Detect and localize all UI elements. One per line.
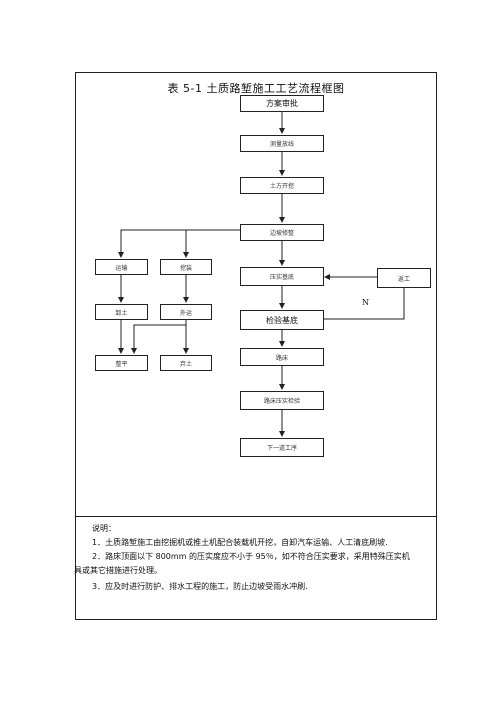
notes-divider [75, 516, 437, 517]
flow-step-next: 下一道工序 [240, 438, 324, 457]
notes-section: 说明： 1．土质路堑施工由挖掘机或推土机配合装载机开挖，自卸汽车运输、人工清底刷… [74, 522, 432, 594]
flow-step-rework: 返工 [377, 268, 431, 288]
note-item-2-continued: 具或其它措施进行处理。 [74, 566, 162, 575]
flow-left-unload: 卸土 [95, 304, 148, 320]
note-item-3: 3．应及时进行防护、排水工程的施工，防止边坡受雨水冲刷. [92, 582, 308, 591]
flow-step-slope: 边坡修整 [240, 224, 324, 241]
note-item-2: 2．路床顶面以下 800mm 的压实度应不小于 95％，如不符合压实要求，采用特… [92, 552, 410, 561]
flow-step-inspection: 检验基底 [240, 310, 324, 330]
flow-left-level: 整平 [95, 355, 148, 371]
notes-heading: 说明： [92, 524, 116, 533]
flow-step-compaction: 压实基底 [240, 267, 324, 286]
flow-step-roadbed: 路床 [240, 348, 324, 366]
flow-mid-haul: 外运 [160, 304, 212, 320]
table-frame [75, 72, 437, 620]
flow-step-excavation: 土方开挖 [240, 177, 324, 194]
flow-mid-load: 挖装 [160, 259, 212, 275]
flow-step-approval: 方案审批 [240, 95, 324, 112]
flow-mid-waste: 弃土 [160, 355, 212, 371]
page-title: 表 5-1 土质路堑施工工艺流程框图 [167, 82, 345, 95]
flow-step-survey: 测量放线 [240, 135, 324, 152]
flow-step-roadbed-check: 路床压实检验 [240, 391, 324, 410]
no-branch-label: N [362, 298, 369, 307]
flow-left-transport: 运输 [95, 259, 148, 275]
note-item-1: 1．土质路堑施工由挖掘机或推土机配合装载机开挖，自卸汽车运输、人工清底刷坡. [92, 538, 388, 547]
